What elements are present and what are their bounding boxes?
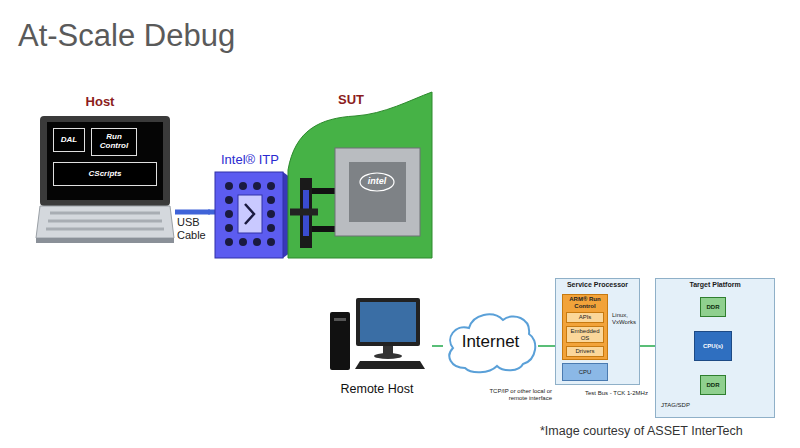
- itp-port: [253, 238, 261, 246]
- laptop-base: [36, 206, 174, 238]
- itp-port: [225, 196, 233, 204]
- node-text: Drivers: [576, 348, 595, 355]
- itp-port: [239, 182, 247, 190]
- node-text: Embedded OS: [567, 328, 603, 341]
- itp-panel: [238, 195, 262, 233]
- sut-board: SUT: [318, 92, 432, 258]
- itp-port: [253, 182, 261, 190]
- connector-line: [290, 209, 318, 216]
- itp-port: [267, 210, 275, 218]
- software-layer: APIs: [566, 312, 604, 323]
- itp-port: [267, 224, 275, 232]
- sut-figure: [288, 92, 432, 258]
- memory-block: DDR: [700, 375, 726, 395]
- node-text: SUT: [318, 92, 432, 108]
- software-layer: Embedded OS: [566, 326, 604, 343]
- cable-label: USB Cable: [177, 216, 208, 242]
- image-credit: *Image courtesy of ASSET InterTech: [540, 424, 743, 438]
- cpu-chip: CPU(s): [694, 331, 732, 361]
- node-text: DDR: [707, 304, 720, 311]
- computer-tower: [330, 312, 350, 370]
- board-trace: [312, 188, 335, 194]
- node-text: Service Processor: [556, 279, 639, 289]
- monitor-screen: [360, 302, 416, 342]
- internet-cloud: Internet: [443, 308, 538, 376]
- cpu-die: [349, 162, 406, 222]
- connector-line: [175, 210, 210, 215]
- cpu-package: [335, 148, 420, 236]
- software-layer: Drivers: [566, 346, 604, 357]
- itp-port: [225, 182, 233, 190]
- bus-note: Test Bus - TCK 1-2MHz: [585, 390, 653, 397]
- node-text: Host: [25, 94, 175, 110]
- node-text: CScripts: [89, 170, 122, 179]
- remote-host: Remote Host: [322, 296, 432, 396]
- node-text: Internet: [462, 332, 520, 352]
- itp-ports: [225, 182, 275, 246]
- itp-port: [225, 224, 233, 232]
- connector-line: [432, 345, 443, 347]
- itp-arrow: [245, 204, 254, 224]
- itp-probe: Intel® ITP: [210, 152, 290, 258]
- itp-port: [267, 182, 275, 190]
- connector-line: [538, 345, 555, 347]
- node-text: CPU: [579, 369, 592, 376]
- node-text: DDR: [707, 382, 720, 389]
- interface-note: TCP/IP or other local or remote interfac…: [488, 388, 552, 401]
- node-text: Remote Host: [341, 382, 414, 396]
- os-note: Linux, VxWorks: [612, 312, 639, 325]
- laptop-edge: [36, 238, 174, 243]
- node-text: ARM® Run Control: [563, 295, 607, 309]
- laptop-bezel: [40, 116, 170, 206]
- sut-board-shape: [288, 92, 432, 258]
- monitor-frame: [356, 298, 420, 346]
- screen-window: DAL: [53, 128, 85, 152]
- screen-window: CScripts: [53, 162, 157, 186]
- itp-port: [225, 238, 233, 246]
- logo-ring: [360, 173, 394, 191]
- run-control-block: ARM® Run ControlAPIsEmbedded OS Drivers: [562, 294, 608, 360]
- connector-line: [640, 345, 655, 347]
- monitor-stand: [383, 346, 393, 354]
- itp-figure: [208, 172, 291, 258]
- keyboard: [355, 361, 425, 369]
- node-text: CPU(s): [703, 343, 723, 350]
- service-processor: Service ProcessorARM® Run ControlAPIsEmb…: [555, 278, 640, 385]
- itp-port: [225, 210, 233, 218]
- diagram-title: At-Scale Debug: [18, 18, 235, 54]
- tower-drive: [334, 318, 346, 321]
- memory-block: DDR: [700, 297, 726, 317]
- itp-port: [239, 238, 247, 246]
- signal-name: JTAG/SDP: [661, 402, 701, 409]
- board-trace: [312, 226, 335, 232]
- screen-window: Run Control: [91, 128, 137, 156]
- cpu-block: CPU: [562, 363, 608, 381]
- node-text: Target Platform: [656, 279, 774, 289]
- node-text: DAL: [61, 136, 77, 145]
- remote-computer-figure: [330, 298, 425, 370]
- node-text: Run Control: [93, 133, 135, 151]
- itp-port: [267, 196, 275, 204]
- cloud-shape: [449, 314, 535, 372]
- laptop-screen: [47, 122, 163, 200]
- target-platform: Target PlatformDDR CPU(s) DDR: [655, 278, 775, 418]
- monitor-foot: [374, 353, 402, 359]
- laptop-figure: [36, 116, 174, 243]
- node-text: Intel® ITP: [210, 152, 290, 168]
- logo-text: intel: [362, 176, 392, 186]
- laptop-keys: [46, 213, 164, 229]
- itp-port: [267, 238, 275, 246]
- node-text: APIs: [579, 314, 592, 321]
- itp-body: [215, 172, 283, 258]
- host-laptop: HostDAL Run ControlCScripts: [25, 94, 175, 246]
